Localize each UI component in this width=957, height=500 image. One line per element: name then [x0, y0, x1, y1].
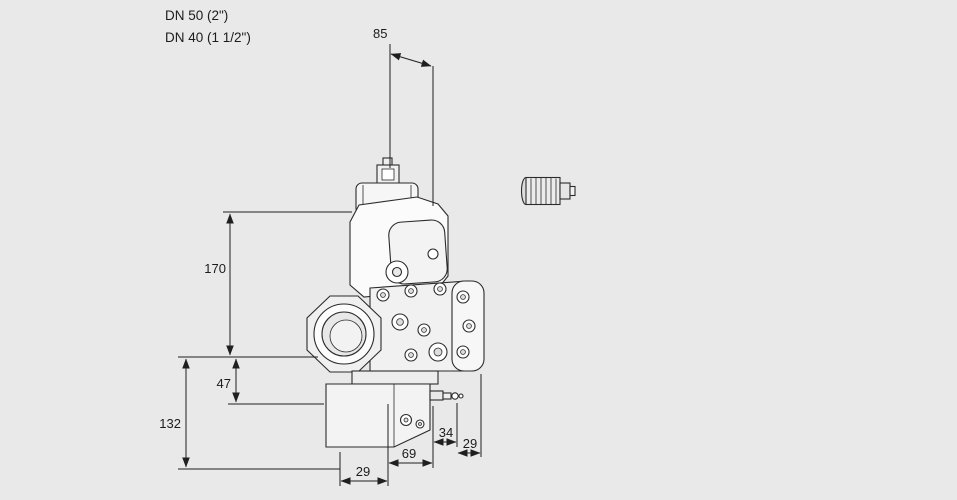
dim-34-label: 34	[439, 425, 453, 440]
coupling-part-drawing	[520, 176, 576, 206]
dim-29-bottom-label: 29	[356, 464, 370, 479]
dn50-label: DN 50 (2")	[165, 8, 228, 23]
solenoid-actuator	[349, 157, 449, 298]
bolt-holes	[376, 282, 476, 362]
dimension-170: 170	[178, 211, 352, 358]
connection-size-labels: DN 50 (2") DN 40 (1 1/2")	[165, 8, 251, 45]
test-nipple	[429, 390, 464, 401]
dimension-132: 132	[159, 358, 340, 470]
dimension-29-bottom: 29	[339, 404, 389, 486]
dimension-47: 47	[217, 358, 324, 405]
dim-170-label: 170	[204, 261, 226, 276]
regulator-block	[325, 370, 464, 448]
valve-assembly-drawing	[306, 157, 485, 448]
dimension-69: 69	[388, 406, 434, 468]
dimension-85: 85	[373, 26, 434, 206]
dim-29-right-label: 29	[463, 436, 477, 451]
valve-body	[306, 280, 485, 373]
dn40-label: DN 40 (1 1/2")	[165, 30, 251, 45]
dimension-34: 34	[433, 403, 458, 447]
dim-85-label: 85	[373, 26, 387, 41]
dim-47-label: 47	[217, 376, 231, 391]
dim-132-label: 132	[159, 416, 181, 431]
dimension-29-right: 29	[457, 374, 482, 457]
dim-69-label: 69	[402, 446, 416, 461]
